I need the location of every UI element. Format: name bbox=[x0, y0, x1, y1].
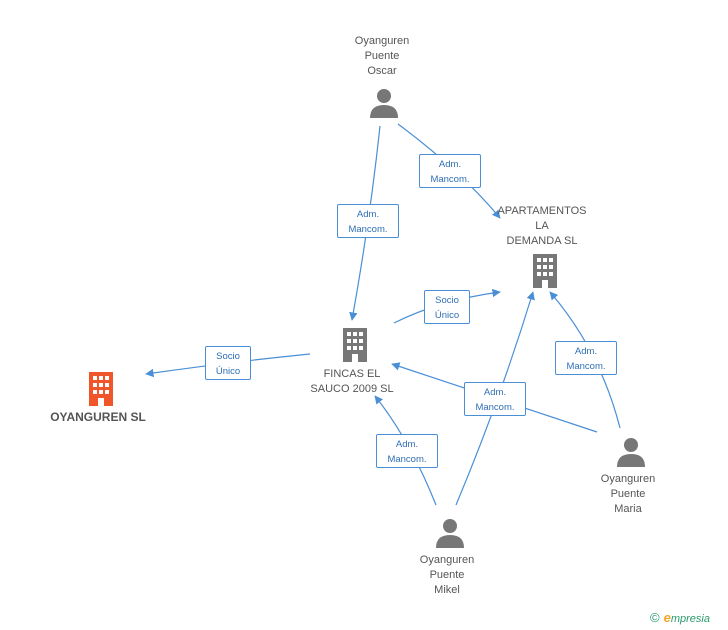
building-icon-highlight[interactable] bbox=[86, 372, 116, 406]
node-label-maria: Oyanguren Puente Maria bbox=[600, 473, 656, 515]
edge-label-fincas-apartamentos[interactable]: Socio Único bbox=[424, 290, 470, 324]
edge-label-fincas-oyanguren[interactable]: Socio Único bbox=[205, 346, 251, 380]
brand-logo-text: mpresia bbox=[670, 613, 710, 625]
edge-label-mikel-fincas[interactable]: Adm. Mancom. bbox=[376, 434, 438, 468]
brand-logo-initial: e bbox=[663, 610, 671, 625]
node-label-mikel: Oyanguren Puente Mikel bbox=[419, 554, 475, 596]
node-label-oscar: Oyanguren Puente Oscar bbox=[354, 35, 410, 77]
node-label-apartamentos: APARTAMENTOS LA DEMANDA SL bbox=[497, 205, 587, 247]
edge-label-maria-apartamentos[interactable]: Adm. Mancom. bbox=[555, 341, 617, 375]
person-icon[interactable] bbox=[616, 437, 646, 467]
building-icon[interactable] bbox=[340, 328, 370, 362]
node-label-fincas: FINCAS EL SAUCO 2009 SL bbox=[310, 368, 394, 395]
person-icon[interactable] bbox=[369, 88, 399, 118]
edge-label-shared-fincas[interactable]: Adm. Mancom. bbox=[464, 382, 526, 416]
edge-label-oscar-apartamentos[interactable]: Adm. Mancom. bbox=[419, 154, 481, 188]
edge-label-oscar-fincas[interactable]: Adm. Mancom. bbox=[337, 204, 399, 238]
person-icon[interactable] bbox=[435, 518, 465, 548]
brand-footer: ©empresia bbox=[650, 610, 710, 625]
building-icon[interactable] bbox=[530, 254, 560, 288]
copyright-icon: © bbox=[650, 610, 660, 625]
node-label-oyanguren-sl: OYANGUREN SL bbox=[50, 410, 146, 424]
